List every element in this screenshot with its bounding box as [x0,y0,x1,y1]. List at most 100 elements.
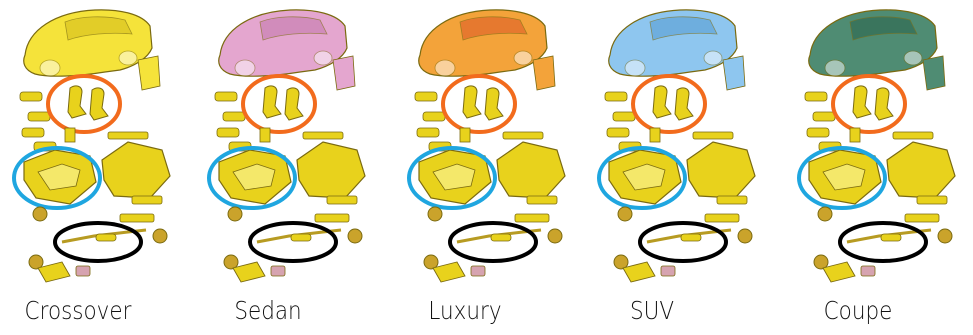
small-component [650,128,660,142]
small-component [861,266,875,276]
wheel-arch [435,60,455,76]
door-panel [533,56,555,90]
exhaust-muffler [491,234,511,241]
seat [68,86,86,118]
rear-underbody [102,142,170,198]
exhaust-muffler [96,234,116,241]
small-component [223,112,245,121]
seats-highlight-ring [48,76,120,132]
seat [263,86,281,118]
hub-component [153,229,167,243]
seat [485,88,503,120]
wheel-arch [119,51,137,65]
door-panel [923,56,945,90]
small-component [661,266,675,276]
small-component [613,112,635,121]
variant-crossover [14,10,170,282]
hub-component [348,229,362,243]
small-component [417,128,439,137]
exhaust-muffler [681,234,701,241]
small-component [607,128,629,137]
hub-component [938,229,952,243]
door-panel [333,56,355,90]
small-component [850,128,860,142]
small-component [260,128,270,142]
suspension-arm [120,214,154,222]
small-component [28,112,50,121]
hub-component [228,207,242,221]
suspension-arm [705,214,739,222]
small-component [423,112,445,121]
variant-suv [599,10,755,282]
rear-underbody [497,142,565,198]
door-panel [723,56,745,90]
rear-underbody [887,142,955,198]
exhaust-muffler [291,234,311,241]
wheel-arch [825,60,845,76]
seats-highlight-ring [443,76,515,132]
wheel-arch [625,60,645,76]
cross-member [693,132,733,139]
cross-member [108,132,148,139]
door-panel [138,56,160,90]
hub-component [428,207,442,221]
suspension-arm [717,196,747,204]
cross-member [303,132,343,139]
wheel-arch [40,60,60,76]
cross-member [893,132,933,139]
small-component [805,92,827,101]
variant-label: Luxury [396,296,534,325]
seats-highlight-ring [243,76,315,132]
seat [853,86,871,118]
suspension-arm [315,214,349,222]
wheel-arch [235,60,255,76]
small-component [215,92,237,101]
variant-coupe [799,10,955,282]
small-component [65,128,75,142]
wheel-arch [704,51,722,65]
small-component [813,112,835,121]
wheel-arch [904,51,922,65]
seat [285,88,303,120]
suspension-arm [132,196,162,204]
hub-component [818,207,832,221]
small-component [605,92,627,101]
seat [675,88,693,120]
suspension-arm [527,196,557,204]
hub-component [618,207,632,221]
hub-component [548,229,562,243]
wheel-arch [514,51,532,65]
hub-component [33,207,47,221]
seats-highlight-ring [633,76,705,132]
small-component [471,266,485,276]
seat [653,86,671,118]
variant-label: Crossover [9,296,147,325]
seat [90,88,108,120]
variant-label: SUV [583,296,721,325]
small-component [217,128,239,137]
suspension-arm [917,196,947,204]
small-component [20,92,42,101]
small-component [22,128,44,137]
seat [463,86,481,118]
small-component [460,128,470,142]
suspension-arm [905,214,939,222]
small-component [415,92,437,101]
variant-label: Coupe [789,296,927,325]
small-component [807,128,829,137]
exhaust-muffler [881,234,901,241]
suspension-arm [327,196,357,204]
small-component [76,266,90,276]
rear-underbody [687,142,755,198]
rear-underbody [297,142,365,198]
small-component [271,266,285,276]
variant-sedan [209,10,365,282]
seat [875,88,893,120]
suspension-arm [515,214,549,222]
cross-member [503,132,543,139]
variant-label: Sedan [199,296,337,325]
variant-luxury [409,10,565,282]
wheel-arch [314,51,332,65]
hub-component [738,229,752,243]
